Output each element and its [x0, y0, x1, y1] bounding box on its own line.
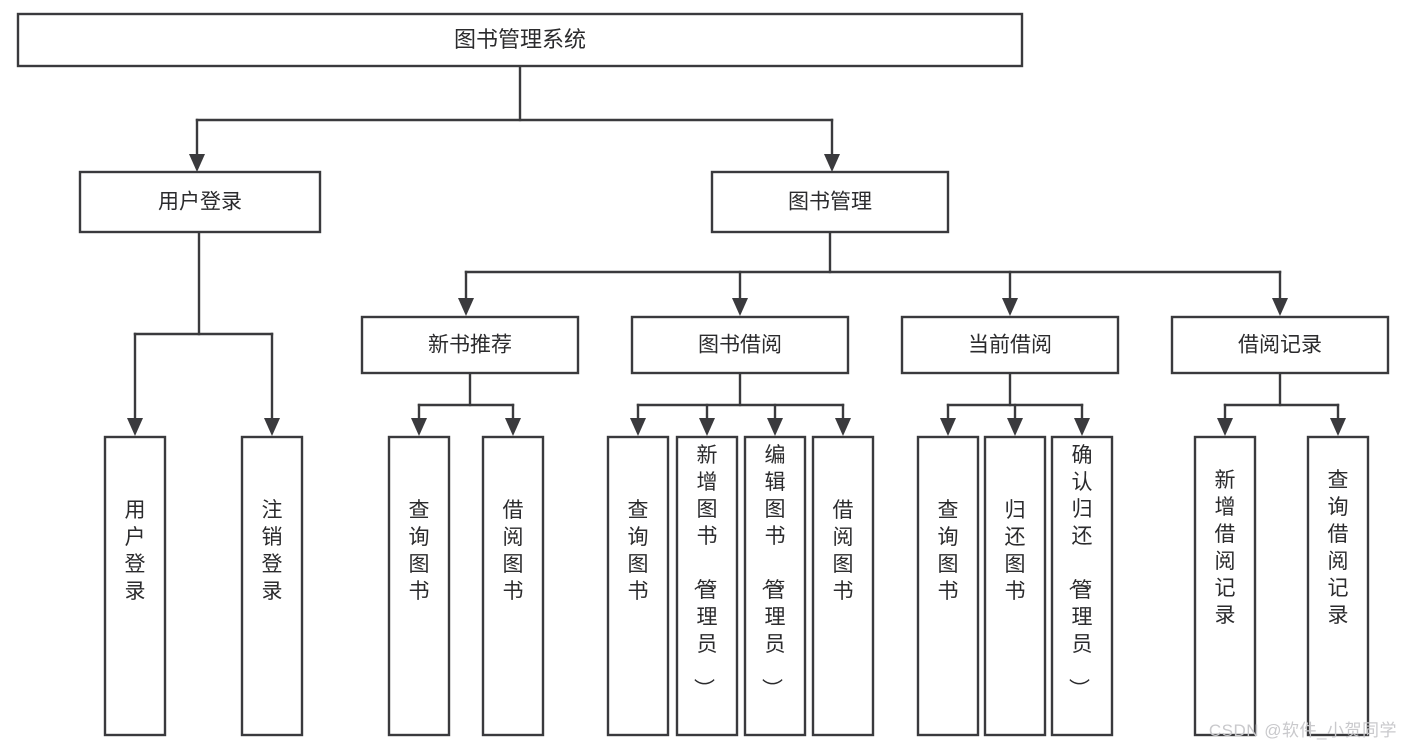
node-borrow-record[interactable]: 借阅记录: [1170, 315, 1390, 375]
node-user-login-label: 用户登录: [158, 191, 242, 214]
node-user-login[interactable]: 用户登录: [78, 170, 322, 234]
leaf-label: 确认归还（管理员）: [1067, 444, 1093, 699]
connector-borrowrecord-to-leaves: [1217, 371, 1346, 436]
leaf-label: 查询图书: [409, 499, 430, 603]
leaf-node[interactable]: 查询图书: [606, 435, 670, 737]
leaf-label: 注销登录: [262, 499, 283, 603]
node-book-borrow[interactable]: 图书借阅: [630, 315, 850, 375]
node-current-borrow-label: 当前借阅: [968, 334, 1052, 357]
connector-bookborrow-to-leaves: [630, 371, 851, 436]
leaf-node[interactable]: 查询图书: [387, 435, 451, 737]
leaf-node[interactable]: 新增图书（管理员）: [675, 435, 739, 737]
node-book-borrow-label: 图书借阅: [698, 334, 782, 357]
node-current-borrow[interactable]: 当前借阅: [900, 315, 1120, 375]
connector-root-to-level2: [189, 64, 840, 172]
leaf-node[interactable]: 查询借阅记录: [1306, 435, 1370, 737]
leaf-label: 查询图书: [628, 499, 649, 603]
connector-currentborrow-to-leaves: [940, 371, 1090, 436]
leaf-label: 用户登录: [125, 499, 146, 603]
connector-newbook-to-leaves: [411, 371, 521, 436]
leaf-label: 新增图书（管理员）: [692, 444, 718, 699]
node-new-book-recommend-label: 新书推荐: [428, 334, 512, 357]
leaf-node[interactable]: 新增借阅记录: [1193, 435, 1257, 737]
node-root-label: 图书管理系统: [454, 27, 586, 52]
leaf-node[interactable]: 归还图书: [983, 435, 1047, 737]
leaf-label: 编辑图书（管理员）: [760, 444, 786, 699]
connector-userlogin-to-leaves: [127, 230, 280, 436]
leaf-label: 归还图书: [1005, 499, 1026, 603]
leaf-node[interactable]: 注销登录: [240, 435, 304, 737]
node-new-book-recommend[interactable]: 新书推荐: [360, 315, 580, 375]
leaf-node[interactable]: 查询图书: [916, 435, 980, 737]
leaf-node[interactable]: 用户登录: [103, 435, 167, 737]
leaf-node[interactable]: 确认归还（管理员）: [1050, 435, 1114, 737]
connector-bookmgmt-to-level3: [458, 230, 1288, 316]
node-book-management-label: 图书管理: [788, 191, 872, 214]
leaf-label: 查询图书: [938, 499, 959, 603]
node-book-management[interactable]: 图书管理: [710, 170, 950, 234]
leaf-label: 新增借阅记录: [1215, 469, 1236, 627]
node-borrow-record-label: 借阅记录: [1238, 334, 1322, 357]
leaf-label: 借阅图书: [833, 499, 854, 603]
leaf-node[interactable]: 编辑图书（管理员）: [743, 435, 807, 737]
node-root[interactable]: 图书管理系统: [16, 12, 1024, 68]
leaf-label: 借阅图书: [503, 499, 524, 603]
leaf-node[interactable]: 借阅图书: [811, 435, 875, 737]
leaf-label: 查询借阅记录: [1328, 469, 1349, 627]
leaf-node[interactable]: 借阅图书: [481, 435, 545, 737]
